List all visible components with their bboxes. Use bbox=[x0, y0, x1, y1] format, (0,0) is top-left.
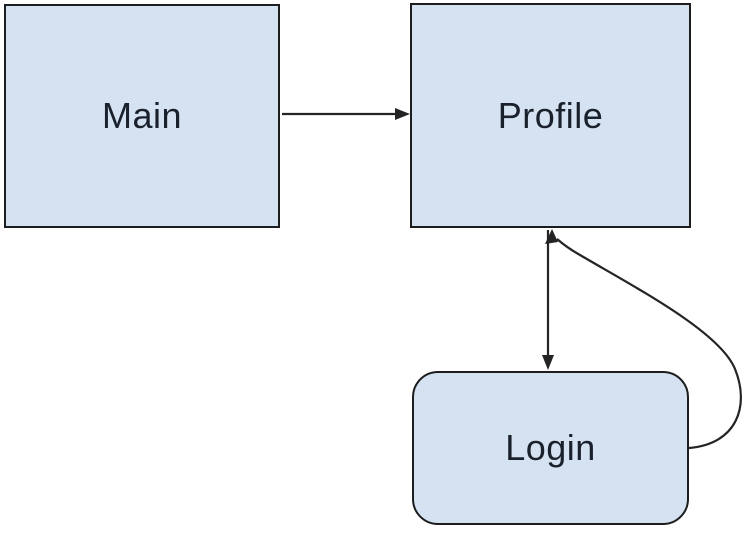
diagram-node-profile: Profile bbox=[410, 3, 691, 228]
diagram-node-main: Main bbox=[4, 4, 280, 228]
arrow-main-to-profile bbox=[282, 108, 410, 120]
diagram-node-login: Login bbox=[412, 371, 689, 525]
arrow-profile-to-login bbox=[542, 230, 554, 370]
node-main-label: Main bbox=[101, 95, 183, 136]
node-login-label: Login bbox=[505, 427, 596, 468]
node-profile-label: Profile bbox=[497, 94, 604, 136]
